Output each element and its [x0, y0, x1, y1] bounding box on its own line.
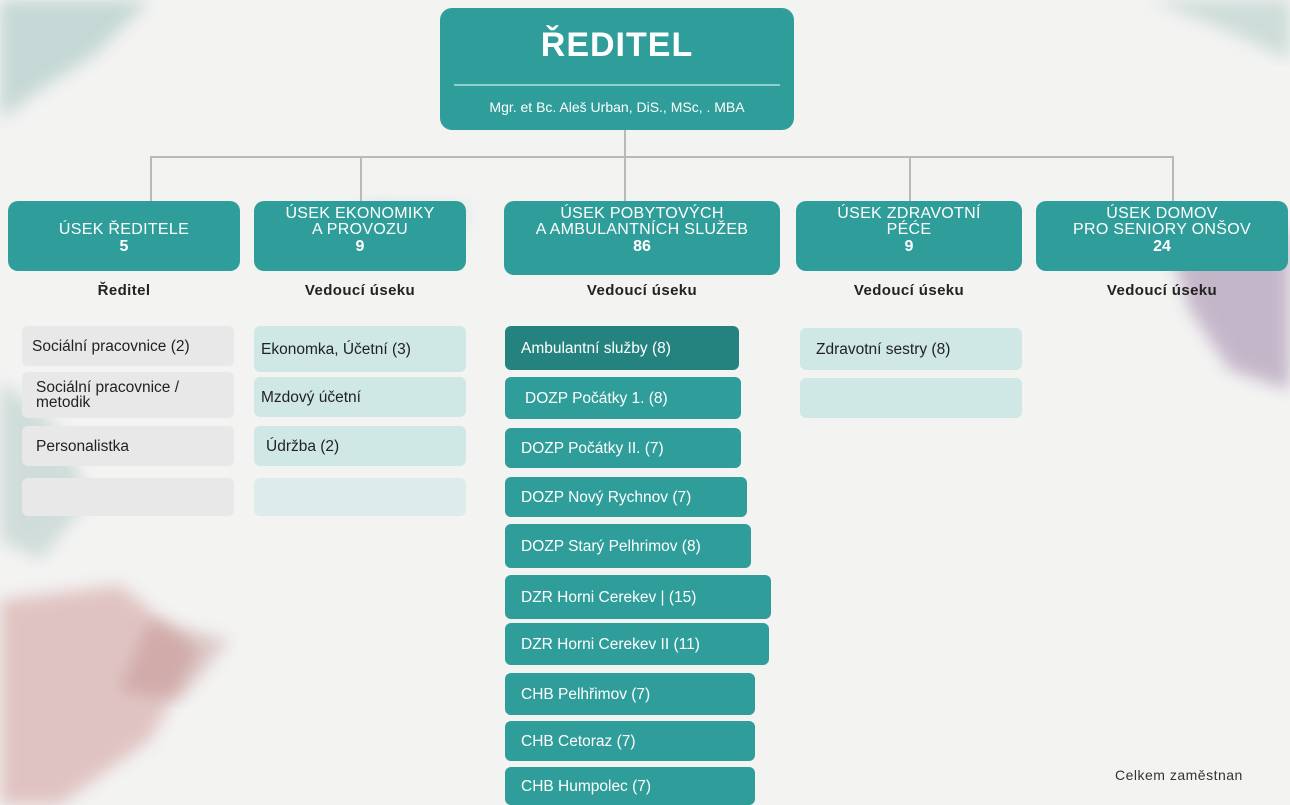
- director-title: ŘEDITEL: [540, 26, 694, 64]
- unit-box: Údržba (2): [254, 426, 466, 466]
- unit-box: DOZP Počátky 1. (8): [505, 377, 741, 419]
- department-count: 24: [1153, 238, 1171, 255]
- department-header: ÚSEK EKONOMIKY A PROVOZU 9: [254, 201, 466, 271]
- department-name: ÚSEK EKONOMIKY A PROVOZU: [285, 205, 435, 238]
- department-header: ÚSEK DOMOV PRO SENIORY ONŠOV 24: [1036, 201, 1288, 271]
- department-head-label: Vedoucí úseku: [586, 282, 698, 299]
- department-head-label: Vedoucí úseku: [853, 282, 965, 299]
- connector-dept-3: [624, 156, 626, 201]
- unit-box: DZR Horni Cerekev | (15): [505, 575, 771, 619]
- department-count: 5: [119, 238, 129, 255]
- unit-box-empty: [800, 378, 1022, 418]
- department-count: 9: [355, 238, 365, 255]
- unit-box: CHB Cetoraz (7): [505, 721, 755, 761]
- unit-box: Sociální pracovnice (2): [22, 326, 234, 366]
- connector-dept-2: [360, 156, 362, 201]
- director-name: Mgr. et Bc. Aleš Urban, DiS., MSc, . MBA: [489, 99, 745, 115]
- department-count: 86: [633, 238, 651, 255]
- connector-dept-5: [1172, 156, 1174, 201]
- department-name: ÚSEK ŘEDITELE: [58, 221, 190, 238]
- unit-box: DOZP Starý Pelhrimov (8): [505, 524, 751, 568]
- director-divider: [454, 84, 780, 86]
- unit-box: DOZP Nový Rychnov (7): [505, 477, 747, 517]
- connector-dept-4: [909, 156, 911, 201]
- connector-dept-1: [150, 156, 152, 201]
- unit-box: Mzdový účetní: [254, 377, 466, 417]
- department-name: ÚSEK DOMOV PRO SENIORY ONŠOV: [1073, 205, 1251, 238]
- department-name: ÚSEK ZDRAVOTNÍ PÉĆE: [837, 205, 981, 238]
- department-header: ÚSEK ZDRAVOTNÍ PÉĆE 9: [796, 201, 1022, 271]
- department-head-label: Vedoucí úseku: [304, 282, 416, 299]
- unit-box: Sociální pracovnice / metodik: [22, 372, 234, 418]
- unit-box: Ekonomka, Účetní (3): [254, 326, 466, 372]
- unit-box: Personalistka: [22, 426, 234, 466]
- department-header: ÚSEK ŘEDITELE 5: [8, 201, 240, 271]
- department-count: 9: [904, 238, 914, 255]
- connector-horizontal: [150, 156, 1174, 158]
- unit-box: Zdravotní sestry (8): [800, 328, 1022, 370]
- unit-box: CHB Pelhřimov (7): [505, 673, 755, 715]
- director-box: ŘEDITEL Mgr. et Bc. Aleš Urban, DiS., MS…: [440, 8, 794, 130]
- unit-box: DZR Horni Cerekev II (11): [505, 623, 769, 665]
- unit-box: Ambulantní služby (8): [505, 326, 739, 370]
- total-employees-label: Celkem zaměstnan: [1115, 767, 1243, 783]
- department-header: ÚSEK POBYTOVÝCH A AMBULANTNÍCH SLUŽEB 86: [504, 201, 780, 275]
- unit-box: CHB Humpolec (7): [505, 767, 755, 805]
- unit-box: DOZP Počátky II. (7): [505, 428, 741, 468]
- unit-box-empty: [22, 478, 234, 516]
- connector-director-down: [624, 130, 626, 156]
- department-head-label: Vedoucí úseku: [1106, 282, 1218, 299]
- department-name: ÚSEK POBYTOVÝCH A AMBULANTNÍCH SLUŽEB: [535, 205, 749, 238]
- unit-box-empty: [254, 478, 466, 516]
- department-head-label: Ředitel: [97, 282, 151, 299]
